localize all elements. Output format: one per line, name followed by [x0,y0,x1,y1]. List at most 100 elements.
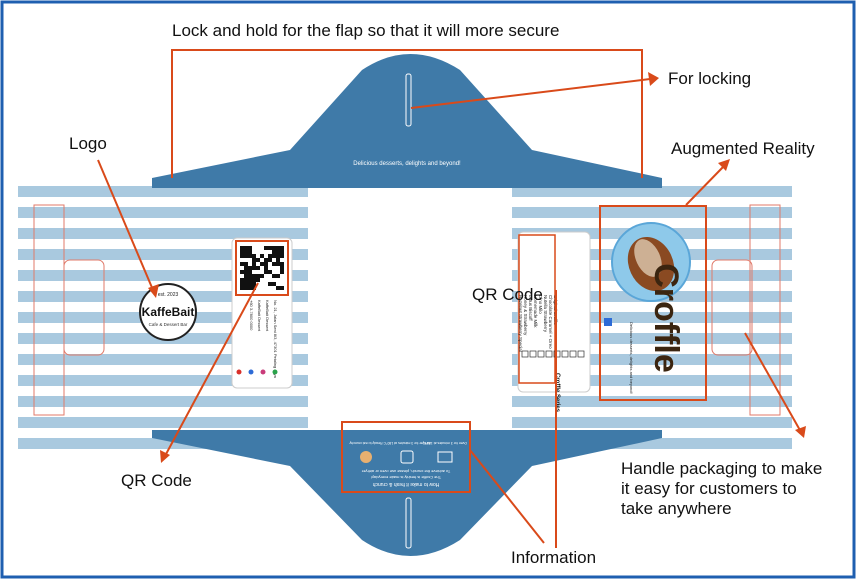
info-heading-2: The Croffle is freshly is made everyday! [371,475,441,480]
menu-item-3: Nutella Strawberry [543,295,548,333]
stripe [18,438,308,449]
qr-module [248,282,252,286]
menu-item-4: Dino Milo [538,295,543,314]
qr-module [260,254,264,258]
ar-marker-icon [604,318,612,326]
qr-module [248,266,252,270]
qr-module [264,262,268,266]
qr-module [276,250,280,254]
menu-card: Original Croffle Chocolate Caramel + Ore… [517,231,591,413]
qr-module [276,274,280,278]
menu-checkbox [537,350,545,358]
qr-module [248,270,252,274]
qr-module [272,274,276,278]
stripe [512,333,792,344]
qr-module [240,270,244,274]
stripe [18,207,308,218]
arrow-qr-bottom [164,282,259,457]
contact-line-4: +60 3-7800 0000 [249,300,254,331]
info-heading-1: How to make it fresh & crunch [372,481,439,487]
menu-checkbox [529,350,537,358]
qr-module [272,282,276,286]
oven-icon [437,451,453,463]
qr-module [240,250,244,254]
qr-module [252,258,256,262]
arrow-locking [410,78,651,109]
callout-information: Information [511,548,597,567]
menu-item-2: Chocolate Caramel + Oreo [548,295,553,349]
callout-handle-1: Handle packaging to make [621,459,823,478]
contact-line-1: No. 21, Jalan Seni 8/3, 47301 Petaling J… [273,300,278,379]
menu-checkbox [561,350,569,358]
airfryer-icon [400,450,414,464]
callout-handle-2: it easy for customers to [621,479,797,498]
qr-module [256,278,260,282]
stripe [18,228,308,239]
lock-slot-bottom [405,497,412,549]
qr-module [240,286,244,290]
qr-module [264,246,268,250]
qr-module [248,246,252,250]
callout-ar: Augmented Reality [671,139,815,158]
qr-module [240,278,244,282]
qr-module [252,262,256,266]
stripe [18,186,308,197]
qr-module [268,254,272,258]
callout-top: Lock and hold for the flap so that it wi… [172,21,560,40]
qr-module [264,266,268,270]
qr-module [268,270,272,274]
stripe [512,312,792,323]
qr-module [244,262,248,266]
qr-module [268,258,272,262]
left-handle-cutout [63,259,105,356]
qr-module [280,266,284,270]
right-cutline [749,204,781,416]
stripe [18,396,308,407]
flap-text: Delicious desserts, delights and beyond! [353,161,461,167]
whatsapp-icon [272,369,278,375]
qr-module [280,250,284,254]
qr-module [272,262,276,266]
callout-qr-bottom: QR Code [121,471,192,490]
stripe [18,375,308,386]
qr-module [276,262,280,266]
bracket-top [171,49,643,178]
qr-module [260,274,264,278]
info-panel-highlight [341,421,471,493]
qr-module [256,266,260,270]
qr-module [248,274,252,278]
stripe [18,354,308,365]
location-icon [236,369,242,375]
menu-checkbox [577,350,585,358]
qr-module [264,258,268,262]
qr-module [252,282,256,286]
callout-handle-3: take anywhere [621,499,732,518]
ar-highlight [599,205,707,401]
callout-lines [97,49,802,548]
right-handle-cutout [711,259,753,356]
info-heading-3: To achieve the crunch, please use oven o… [361,469,450,474]
qr-module [264,270,268,274]
qr-module [244,266,248,270]
menu-checkbox [521,350,529,358]
qr-module [272,254,276,258]
arrow-handle [744,332,802,433]
ar-panel: Croffle Delicious desserts, delights and… [599,205,707,401]
instagram-icon [260,369,266,375]
qr-module [244,254,248,258]
stripe [512,396,792,407]
callout-locking: For locking [668,69,752,88]
qr-module [248,286,252,290]
menu-item-6: Lotus Biscoff [528,295,533,321]
info-step-2: Airfryer for 3 minutes at 180°C [383,441,431,445]
qr-module [244,282,248,286]
menu-item-8: Hazelnut Strawberry Special [518,295,523,352]
qr-module [252,274,256,278]
qr-module [252,286,256,290]
qr-module [252,254,256,258]
contact-line-2: KaffeBait Dessert [265,300,270,332]
qr-module [248,250,252,254]
qr-module [248,254,252,258]
